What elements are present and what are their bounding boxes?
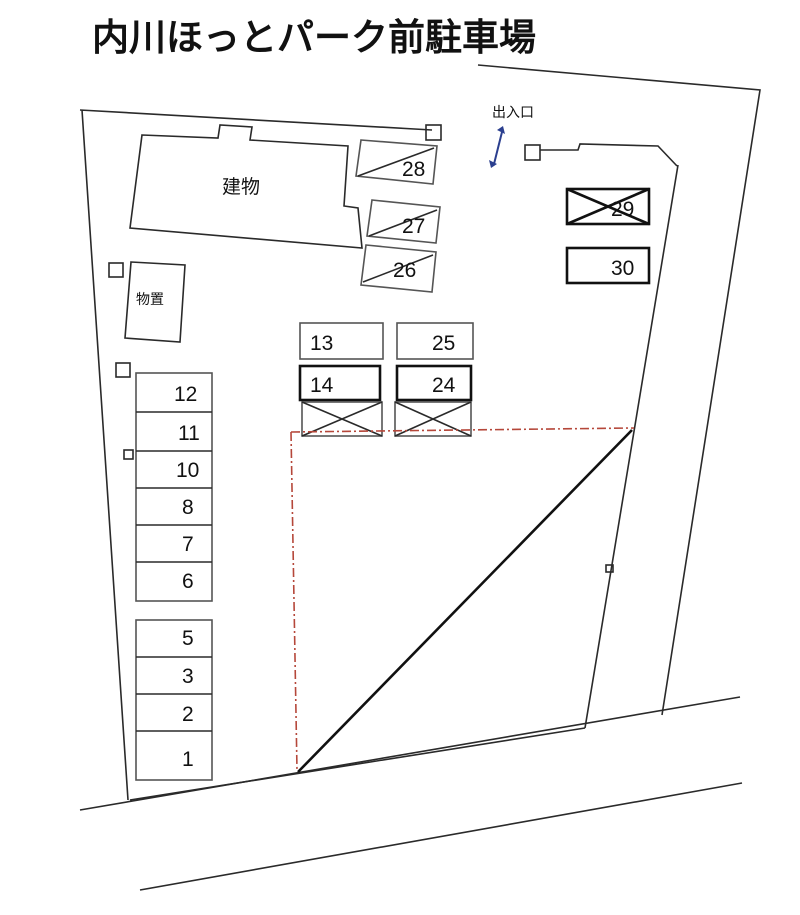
slot-number: 27: [402, 215, 425, 238]
slot-8: 8: [182, 496, 194, 519]
slot-28: 28: [355, 139, 438, 185]
slot-26: 26: [360, 244, 437, 293]
slot-number: 30: [611, 257, 634, 280]
slot-7: 7: [182, 533, 194, 556]
entrance-arrow-icon: [493, 131, 503, 165]
slot-29: 29: [565, 187, 651, 226]
slot-5: 5: [182, 627, 194, 650]
entrance-label: 出入口: [492, 105, 534, 121]
slot-3: 3: [182, 665, 194, 688]
lot-boundary: [79, 64, 761, 801]
storage-shed: [124, 261, 186, 343]
slot-14: 14: [298, 364, 382, 402]
diagonal-line: [297, 429, 633, 773]
slot-number: 26: [393, 259, 416, 282]
boundary-post: [425, 124, 442, 141]
slot-1: 1: [182, 748, 194, 771]
slot-10: 10: [176, 459, 199, 482]
slot-12: 12: [174, 383, 197, 406]
slot-number: 13: [310, 332, 333, 355]
edge-marker: [605, 564, 614, 573]
boundary-post: [123, 449, 134, 460]
slot-24: 24: [395, 364, 473, 402]
boundary-post: [115, 362, 131, 378]
slot-30: 30: [565, 246, 651, 285]
boundary-post: [108, 262, 124, 278]
crossed-area: [301, 401, 472, 437]
lot-right-edge: [584, 164, 679, 729]
slot-number: 24: [432, 374, 456, 397]
road-line-lower: [139, 782, 743, 891]
slot-number: 25: [432, 332, 455, 355]
dash-dot-boundary: [290, 427, 635, 771]
slot-2: 2: [182, 703, 194, 726]
building-label: 建物: [222, 176, 260, 198]
slot-13: 13: [299, 322, 384, 360]
map-title: 内川ほっとパーク前駐車場: [92, 16, 536, 59]
slot-number: 14: [310, 374, 334, 397]
lot-top-right-line: [540, 143, 678, 167]
storage-label: 物置: [136, 292, 164, 308]
left-column-lower: 5 3 2 1: [135, 619, 213, 781]
slot-6: 6: [182, 570, 194, 593]
left-column-upper: 12 11 10 8 7 6: [135, 372, 213, 602]
slot-number: 28: [402, 158, 425, 181]
building: [129, 124, 363, 249]
entrance-arrow-head-icon: [489, 126, 505, 168]
slot-25: 25: [396, 322, 474, 360]
slot-11: 11: [178, 422, 200, 445]
slot-number: 29: [611, 198, 634, 221]
lot-bottom-edge: [129, 727, 586, 801]
slot-27: 27: [366, 199, 441, 244]
boundary-post: [524, 144, 541, 161]
